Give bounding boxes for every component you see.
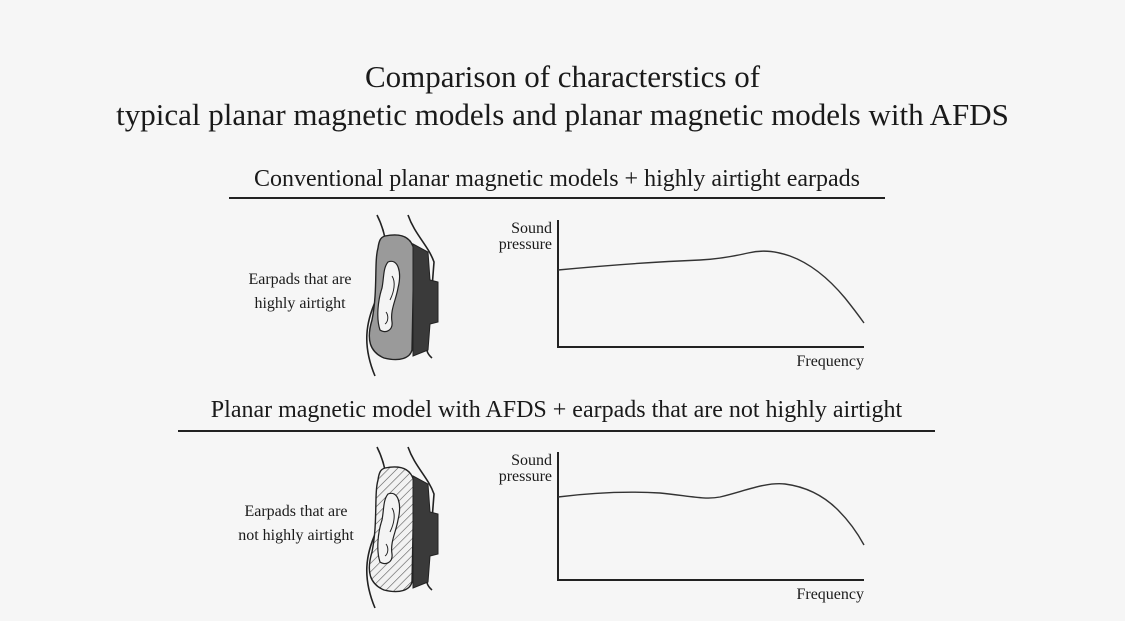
panel-2-divider bbox=[178, 430, 935, 432]
panel-1-earpad-label-line-2: highly airtight bbox=[254, 295, 346, 312]
panel-1-earpad-label: Earpads that are highly airtight bbox=[228, 268, 372, 316]
panel-1-y-axis-label: Sound pressure bbox=[470, 221, 552, 253]
panel-2-y-axis-label: Sound pressure bbox=[470, 453, 552, 485]
panel-1-ear-detail bbox=[384, 275, 395, 325]
panel-2-ear-detail bbox=[384, 507, 395, 557]
panel-2-subtitle: Planar magnetic model with AFDS + earpad… bbox=[210, 397, 903, 423]
panel-1-divider bbox=[229, 197, 885, 199]
panel-1-driver-housing bbox=[412, 243, 439, 357]
panel-1-subtitle: Conventional planar magnetic models + hi… bbox=[253, 166, 861, 192]
page-title: Comparison of characterstics of typical … bbox=[0, 58, 1125, 134]
panel-2-headphone-illustration bbox=[366, 446, 439, 609]
panel-2-chart bbox=[557, 452, 865, 581]
panel-1-chart bbox=[557, 220, 865, 348]
panel-2-earpad-label: Earpads that are not highly airtight bbox=[218, 500, 374, 548]
panel-1-y-label-line-1: Sound bbox=[511, 220, 552, 237]
title-line-2: typical planar magnetic models and plana… bbox=[116, 97, 1009, 132]
panel-2-earpad-label-line-1: Earpads that are bbox=[244, 503, 348, 520]
panel-1-response-curve bbox=[557, 250, 865, 324]
panel-2-earpad-label-line-2: not highly airtight bbox=[238, 527, 354, 544]
panel-2-driver-housing bbox=[412, 475, 439, 589]
panel-1-ear-icon bbox=[377, 260, 401, 333]
panel-2-response-curve bbox=[557, 483, 865, 546]
panel-2-ear-icon bbox=[377, 492, 401, 565]
panel-2-x-axis-label: Frequency bbox=[796, 586, 864, 603]
title-line-1: Comparison of characterstics of bbox=[364, 59, 761, 94]
panel-2-y-label-line-2: pressure bbox=[498, 468, 552, 485]
panel-1-y-label-line-2: pressure bbox=[498, 236, 552, 253]
panel-1-earpad-label-line-1: Earpads that are bbox=[248, 271, 352, 288]
panel-2-y-label-line-1: Sound bbox=[511, 452, 552, 469]
panel-1-headphone-illustration bbox=[366, 214, 439, 377]
panel-1-x-axis-label: Frequency bbox=[796, 353, 864, 370]
